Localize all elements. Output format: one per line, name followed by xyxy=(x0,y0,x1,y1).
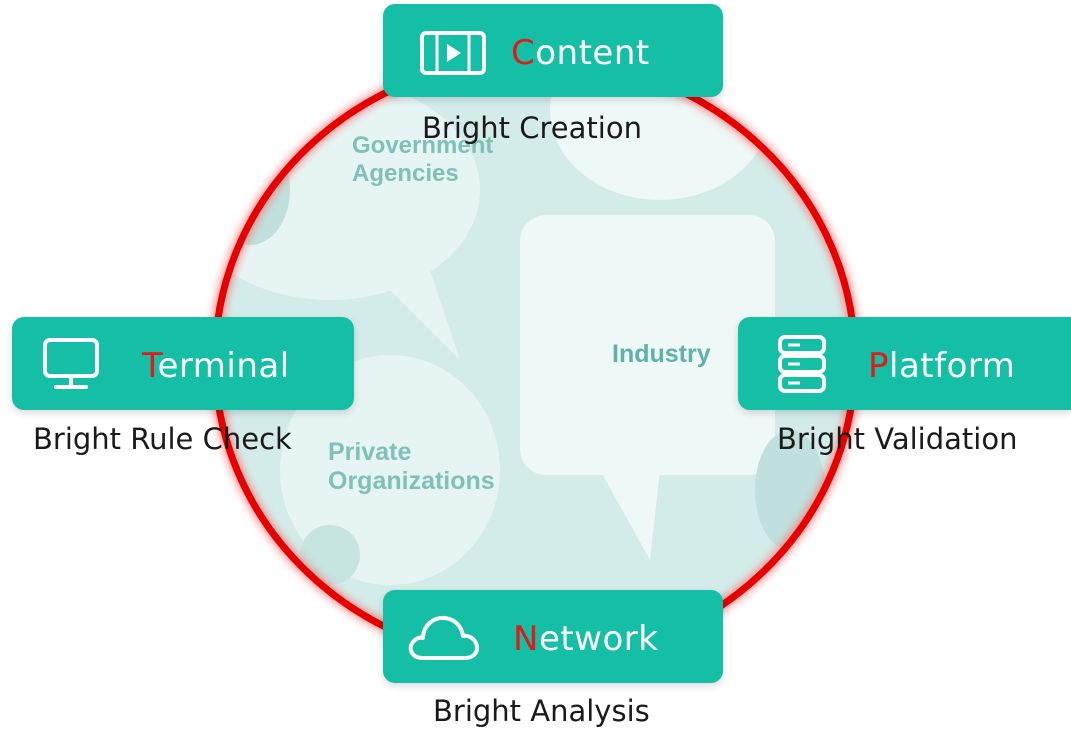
label-private-organizations: Private Organizations xyxy=(328,438,495,495)
label-industry: Industry xyxy=(612,340,711,368)
cloud-icon xyxy=(405,612,481,666)
platform-box: Platform xyxy=(738,317,1071,410)
server-stack-icon xyxy=(776,334,828,398)
content-title: Content xyxy=(511,33,650,73)
terminal-box: Terminal xyxy=(12,317,354,410)
caption-bright-rule-check: Bright Rule Check xyxy=(33,422,292,456)
caption-bright-creation: Bright Creation xyxy=(422,111,642,145)
label-government-agencies: Government Agencies xyxy=(352,132,494,187)
terminal-title: Terminal xyxy=(142,346,290,386)
monitor-icon xyxy=(42,337,100,395)
network-title: Network xyxy=(513,619,659,659)
content-box: Content xyxy=(383,4,723,97)
network-box: Network xyxy=(383,590,723,683)
caption-bright-validation: Bright Validation xyxy=(777,422,1018,456)
caption-bright-analysis: Bright Analysis xyxy=(433,694,650,728)
platform-title: Platform xyxy=(868,346,1016,386)
video-play-icon xyxy=(419,30,487,80)
